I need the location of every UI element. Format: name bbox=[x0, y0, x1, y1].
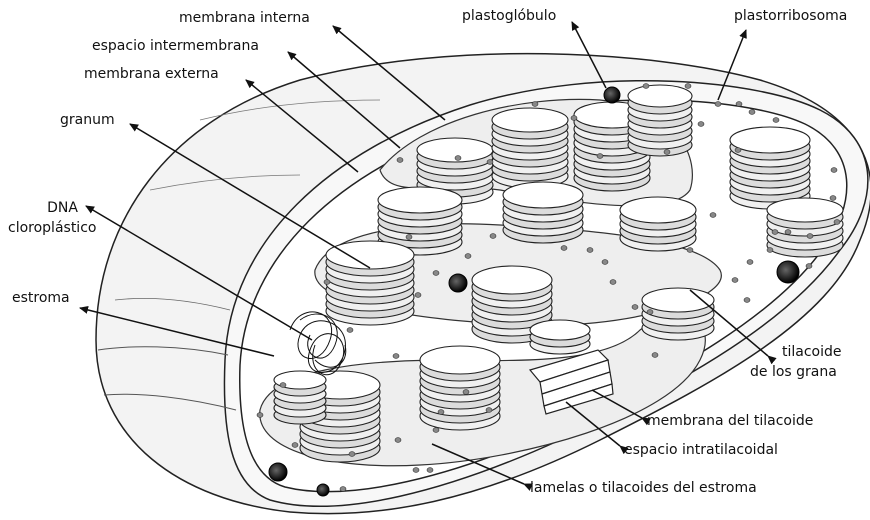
thylakoid-highlight bbox=[740, 133, 780, 142]
ribosome-dot bbox=[490, 234, 496, 239]
thylakoid-highlight bbox=[430, 352, 470, 362]
ribosome-dot bbox=[292, 443, 298, 448]
label-plastorribosoma: plastorribosoma bbox=[734, 6, 847, 26]
ribosome-dot bbox=[732, 278, 738, 283]
label-espacio-intratilacoidal: espacio intratilacoidal bbox=[624, 440, 778, 460]
ribosome-dot bbox=[767, 248, 773, 253]
ribosome-dot bbox=[406, 235, 412, 240]
ribosome-dot bbox=[324, 280, 330, 285]
ribosome-dot bbox=[785, 230, 791, 235]
ribosome-dot bbox=[433, 428, 439, 433]
ribosome-dot bbox=[349, 452, 355, 457]
ribosome-dot bbox=[664, 150, 670, 155]
ribosome-dot bbox=[393, 354, 399, 359]
thylakoid-highlight bbox=[427, 143, 465, 151]
ribosome-dot bbox=[715, 102, 721, 107]
ribosome-dot bbox=[532, 102, 538, 107]
ribosome-dot bbox=[395, 438, 401, 443]
ribosome-dot bbox=[687, 248, 693, 253]
thylakoid-highlight bbox=[584, 108, 622, 117]
label-granum: granum bbox=[60, 110, 115, 130]
granum-stack bbox=[642, 288, 714, 340]
ribosome-dot bbox=[830, 196, 836, 201]
ribosome-dot bbox=[736, 102, 742, 107]
granum-stack bbox=[767, 198, 843, 257]
ribosome-dot bbox=[710, 213, 716, 218]
thylakoid-highlight bbox=[651, 293, 687, 301]
granum-stack bbox=[492, 108, 568, 188]
label-tilacoide-line2: de los grana bbox=[750, 362, 837, 382]
thylakoid-highlight bbox=[630, 203, 668, 212]
thylakoid-highlight bbox=[538, 325, 568, 332]
ribosome-dot bbox=[806, 264, 812, 269]
ribosome-dot bbox=[413, 468, 419, 473]
ribosome-dot bbox=[463, 390, 469, 395]
granum-stack bbox=[730, 127, 810, 209]
ribosome-dot bbox=[597, 154, 603, 159]
ribosome-dot bbox=[698, 122, 704, 127]
ribosome-dot bbox=[257, 413, 263, 418]
label-plastoglobulo: plastoglóbulo bbox=[462, 6, 556, 26]
label-dna-line2: cloroplástico bbox=[8, 218, 96, 238]
ribosome-dot bbox=[772, 230, 778, 235]
ribosome-dot bbox=[632, 305, 638, 310]
ribosome-dot bbox=[749, 110, 755, 115]
ribosome-dot bbox=[807, 234, 813, 239]
ribosome-dot bbox=[280, 383, 286, 388]
label-espacio-intermembrana: espacio intermembrana bbox=[92, 36, 259, 56]
thylakoid-highlight bbox=[502, 113, 540, 121]
thylakoid-highlight bbox=[777, 203, 815, 211]
ribosome-dot bbox=[744, 298, 750, 303]
ribosome-dot bbox=[438, 410, 444, 415]
ribosome-dot bbox=[610, 280, 616, 285]
thylakoid-highlight bbox=[636, 90, 668, 98]
ribosome-dot bbox=[685, 84, 691, 89]
thylakoid-highlight bbox=[513, 188, 553, 197]
label-membrana-interna: membrana interna bbox=[179, 8, 310, 28]
granum-stack bbox=[628, 85, 692, 156]
label-lamelas: lamelas o tilacoides del estroma bbox=[530, 478, 757, 498]
ribosome-dot bbox=[587, 248, 593, 253]
ribosome-dot bbox=[602, 260, 608, 265]
thylakoid-highlight bbox=[482, 272, 522, 282]
ribosome-dot bbox=[652, 353, 658, 358]
ribosome-dot bbox=[433, 271, 439, 276]
ribosome-dot bbox=[415, 293, 421, 298]
ribosome-dot bbox=[347, 328, 353, 333]
label-dna-line1: DNA bbox=[20, 198, 78, 218]
ribosome-dot bbox=[427, 468, 433, 473]
granum-stack bbox=[326, 241, 414, 325]
ribosome-dot bbox=[340, 487, 346, 492]
ribosome-dot bbox=[834, 220, 840, 225]
ribosome-dot bbox=[561, 246, 567, 251]
ribosome-dot bbox=[397, 158, 403, 163]
ribosome-dot bbox=[486, 408, 492, 413]
label-estroma: estroma bbox=[12, 288, 70, 308]
thylakoid-highlight bbox=[389, 193, 431, 202]
label-tilacoide-line1: tilacoide bbox=[782, 342, 842, 362]
granum-stack bbox=[503, 182, 583, 243]
granum-stack bbox=[420, 346, 500, 430]
ribosome-dot bbox=[647, 310, 653, 315]
ribosome-dot bbox=[455, 156, 461, 161]
ribosome-dot bbox=[487, 160, 493, 165]
ribosome-dot bbox=[747, 260, 753, 265]
label-membrana-externa: membrana externa bbox=[84, 64, 219, 84]
thylakoid-highlight bbox=[281, 375, 307, 381]
ribosome-dot bbox=[465, 254, 471, 259]
label-membrana-tilacoide: membrana del tilacoide bbox=[647, 411, 813, 431]
ribosome-dot bbox=[831, 168, 837, 173]
ribosome-dot bbox=[735, 148, 741, 153]
ribosome-dot bbox=[571, 116, 577, 121]
granum-stack bbox=[530, 320, 590, 354]
ribosome-dot bbox=[773, 118, 779, 123]
granum-stack bbox=[620, 197, 696, 251]
ribosome-dot bbox=[643, 84, 649, 89]
granum-stack bbox=[274, 371, 326, 424]
